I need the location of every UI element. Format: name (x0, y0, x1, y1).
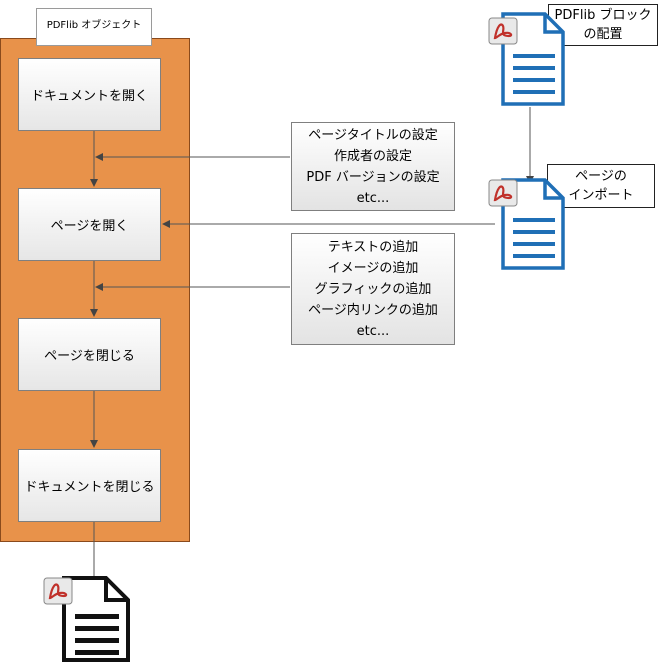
note-line: テキストの追加 (327, 239, 419, 255)
note-line: グラフィックの追加 (314, 281, 432, 297)
container-title: PDFlib オブジェクト (36, 8, 152, 46)
pdf-document-icon (488, 12, 565, 106)
step-close-page[interactable]: ページを閉じる (18, 318, 161, 391)
page-settings-note: ページタイトルの設定 作成者の設定 PDF バージョンの設定 etc... (291, 122, 455, 211)
step-close-document[interactable]: ドキュメントを閉じる (18, 449, 161, 522)
note-line: イメージの追加 (327, 260, 419, 276)
note-line: ページ内リンクの追加 (308, 302, 438, 318)
step-open-page[interactable]: ページを開く (18, 188, 161, 261)
note-line: etc... (356, 323, 390, 339)
content-add-note: テキストの追加 イメージの追加 グラフィックの追加 ページ内リンクの追加 etc… (291, 233, 455, 345)
step-open-document[interactable]: ドキュメントを開く (18, 58, 161, 131)
note-line: PDF バージョンの設定 (306, 169, 440, 185)
note-line: ページタイトルの設定 (308, 127, 438, 143)
label-line: の配置 (583, 27, 623, 42)
page-import-label: ページの インポート (547, 164, 655, 208)
label-line: インポート (568, 188, 634, 203)
pdf-document-icon (43, 576, 130, 662)
label-line: PDFlib ブロック (554, 8, 652, 23)
note-line: etc... (356, 190, 390, 206)
label-line: ページの (575, 169, 627, 184)
note-line: 作成者の設定 (333, 148, 412, 164)
pdf-document-icon (488, 178, 565, 270)
block-placement-label: PDFlib ブロック の配置 (548, 4, 658, 46)
